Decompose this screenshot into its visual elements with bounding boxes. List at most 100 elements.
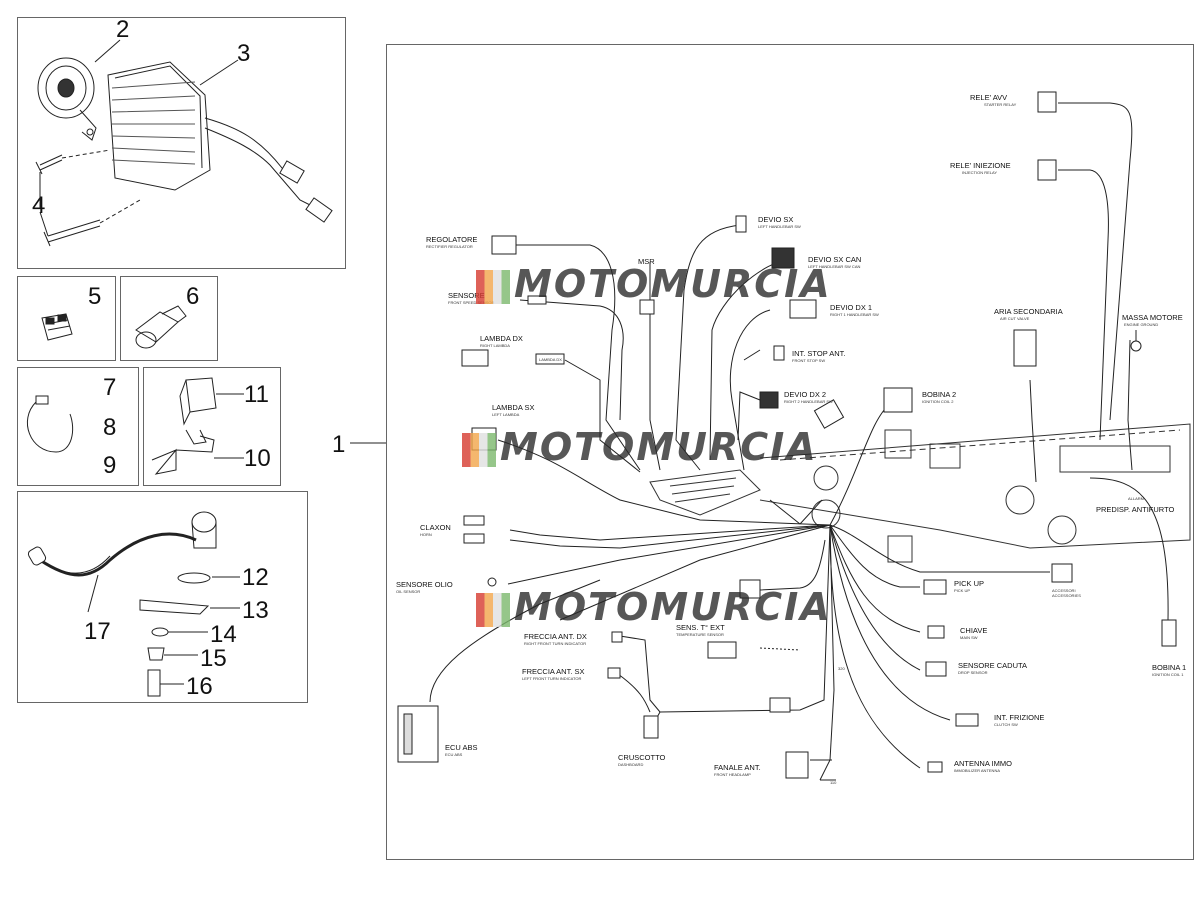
sublabel-sensore-olio: OIL SENSOR [396,589,420,594]
regulator-part [107,61,333,223]
label-claxon: CLAXON [420,523,451,532]
sublabel-int-frizione: CLUTCH SW [994,722,1018,727]
callout-9: 9 [103,452,117,479]
callout-10: 10 [244,445,271,472]
sublabel-rele-iniezione: INJECTION RELAY [962,170,997,175]
watermark-text: MOTOMURCIA [514,262,832,306]
sublabel-pick-up: PICK UP [954,588,970,593]
sublabel-sensore: FRONT SPEED SENSOR [448,300,494,305]
sublabel-freccia-ant-dx: RIGHT FRONT TURN INDICATOR [524,641,586,646]
label-allarm: ALLARM [1128,496,1144,501]
sublabel-devio-dx1: RIGHT 1 HANDLEBAR SW [830,312,879,317]
connector-5-part [41,313,73,341]
label-bobina1: BOBINA 1 [1152,663,1186,672]
callout-16: 16 [186,673,213,700]
sublabel-cruscotto: DASHBOARD [618,762,643,767]
connector-symbols [397,91,1177,779]
watermark-text: MOTOMURCIA [500,425,818,469]
relay-part [179,377,244,426]
callout-13: 13 [242,597,269,624]
sublabel-aria-secondaria: AIR CUT VALVE [1000,316,1030,321]
harness-wires [429,102,1169,781]
tag-lambda-dx: LAMBDA DX [539,357,562,362]
sublabel-bobina2: IGNITION COIL 2 [922,399,954,404]
label-fanale-ant: FANALE ANT. [714,763,761,772]
ground-terminal [1130,330,1142,352]
callout-12: 12 [242,564,269,591]
sublabel-lambda-dx: RIGHT LAMBDA [480,343,510,348]
label-rele-iniezione: RELE' INIEZIONE [950,161,1011,170]
label-lambda-sx: LAMBDA SX [492,403,535,412]
diagram-labels: RELE' AVV STARTER RELAY RELE' INIEZIONE … [396,93,1186,785]
label-regolatore: REGOLATORE [426,235,477,244]
callout-7: 7 [103,374,117,401]
callout-2: 2 [116,16,130,43]
callout-6: 6 [186,283,200,310]
lead-cable-part [27,511,217,613]
sublabel-claxon: HORN [420,532,432,537]
label-sensore-caduta: SENSORE CADUTA [958,661,1027,670]
sublabel-fanale-ant: FRONT HEADLAMP [714,772,751,777]
label-bobina2: BOBINA 2 [922,390,956,399]
label-lambda-dx: LAMBDA DX [480,334,523,343]
connector-6-part [135,305,187,349]
plate-13-part [139,599,210,615]
label-cruscotto: CRUSCOTTO [618,753,666,762]
label-freccia-ant-dx: FRECCIA ANT. DX [524,632,587,641]
label-aria-secondaria: ARIA SECONDARIA [994,307,1063,316]
label-devio-dx2: DEVIO DX 2 [784,390,826,399]
watermark-text: MOTOMURCIA [514,585,832,629]
label-accessori: ACCESSORI [1052,588,1076,593]
label-sens-t-ext: SENS. T° EXT [676,623,725,632]
watermark-logo-icon [476,592,510,627]
sublabel-freccia-ant-sx: LEFT FRONT TURN INDICATOR [522,676,582,681]
label-devio-dx1: DEVIO DX 1 [830,303,872,312]
watermark-bottom: MOTOMURCIA [476,585,832,629]
dimension-110: 110 [830,780,837,785]
bracket-part [151,429,244,475]
label-devio-sx-can: DEVIO SX CAN [808,255,861,264]
frame-structure [649,423,1191,563]
callout-3: 3 [237,40,251,67]
sublabel-sens-t-ext: TEMPERATURE SENSOR [676,632,724,637]
bolts-part [35,149,141,247]
label-msr: MSR [638,257,655,266]
watermark-logo-icon [476,269,510,304]
label-ecu-abs: ECU ABS [445,743,478,752]
washer-14-part [151,627,169,637]
sublabel-sensore-caduta: DROP SENSOR [958,670,988,675]
sublabel-rele-avv: STARTER RELAY [984,102,1017,107]
label-freccia-ant-sx: FRECCIA ANT. SX [522,667,585,676]
callout-4: 4 [32,192,46,219]
sublabel-int-stop-ant: FRONT STOP SW [792,358,825,363]
label-massa-motore: MASSA MOTORE [1122,313,1183,322]
temp-sensor-wire [759,647,801,651]
sublabel-devio-sx: LEFT HANDLEBAR SW [758,224,801,229]
panel-hardware-kit [17,491,308,703]
horn-part [37,57,97,141]
sublabel-bobina1: IGNITION COIL 1 [1152,672,1184,677]
label-pick-up: PICK UP [954,579,984,588]
callout-11: 11 [244,381,269,408]
watermark-top: MOTOMURCIA [476,262,832,306]
sublabel-accessori: ACCESSORIES [1052,593,1081,598]
label-rele-avv: RELE' AVV [970,93,1007,102]
oil-sensor-terminal [487,577,497,587]
watermark-middle: MOTOMURCIA [462,425,818,469]
spacer-16-part [147,669,161,697]
sublabel-devio-sx-can: LEFT HANDLEBAR SW CAN [808,264,860,269]
sublabel-regolatore: RECTIFIER REGULATOR [426,244,473,249]
label-devio-sx: DEVIO SX [758,215,793,224]
sublabel-ecu-abs: ECU ABS [445,752,463,757]
sublabel-devio-dx2: RIGHT 2 HANDLEBAR SW [784,399,833,404]
callout-5: 5 [88,283,102,310]
label-antenna-immo: ANTENNA IMMO [954,759,1012,768]
sublabel-chiave: MAIN SW [960,635,978,640]
dimension-320: 320 [838,666,845,671]
callout-15: 15 [200,645,227,672]
callout-17: 17 [84,618,111,645]
watermark-logo-icon [462,432,496,467]
panel-wiring-diagram [386,44,1194,860]
label-sensore: SENSORE [448,291,485,300]
